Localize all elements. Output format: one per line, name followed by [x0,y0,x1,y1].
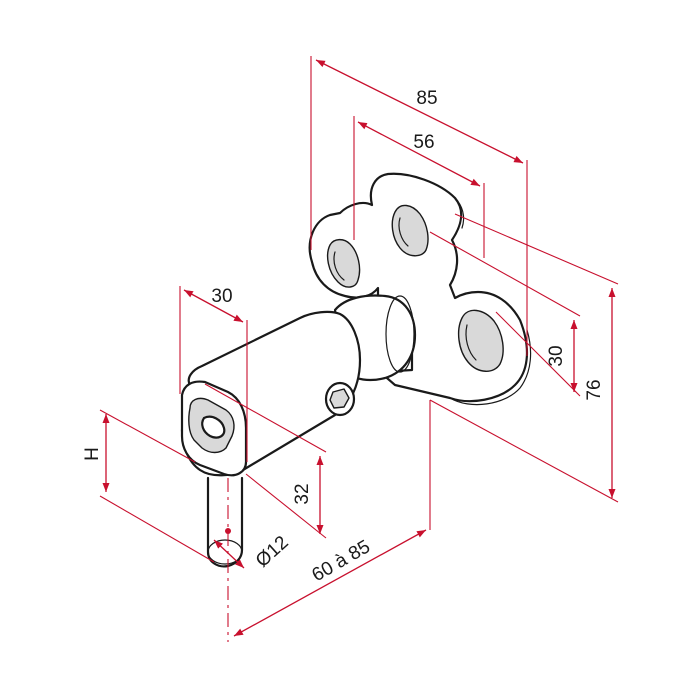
mounting-hole-left [326,238,361,288]
dim-pin-height-label: H [82,447,103,461]
dim-pin-diameter-label: Ø12 [252,532,293,572]
dim-overall-width: 85 [310,56,528,356]
dim-hole-offset-label: 30 [546,345,567,366]
pin [206,476,244,568]
dim-barrel-height-label: 32 [292,483,313,504]
dim-barrel-length-label: 30 [211,286,232,307]
mounting-hole-right [457,309,504,372]
dim-hole-offset: 30 [429,231,581,397]
barrel [180,310,362,477]
dim-plate-height-label: 76 [584,379,605,400]
dim-barrel-length: 30 [179,286,248,462]
dim-projection-label: 60 à 85 [309,536,374,586]
dim-plate-height: 76 [429,213,619,503]
mounting-hole-top [391,204,429,257]
mounting-plate [308,172,532,406]
dim-overall-width-label: 85 [416,88,437,109]
dim-hole-spacing: 56 [353,116,485,258]
dim-barrel-height: 32 [204,383,327,539]
dim-pin-height: H [82,409,215,563]
set-screw [324,381,356,417]
dim-hole-spacing-label: 56 [413,132,434,153]
hinge-part [180,172,532,568]
